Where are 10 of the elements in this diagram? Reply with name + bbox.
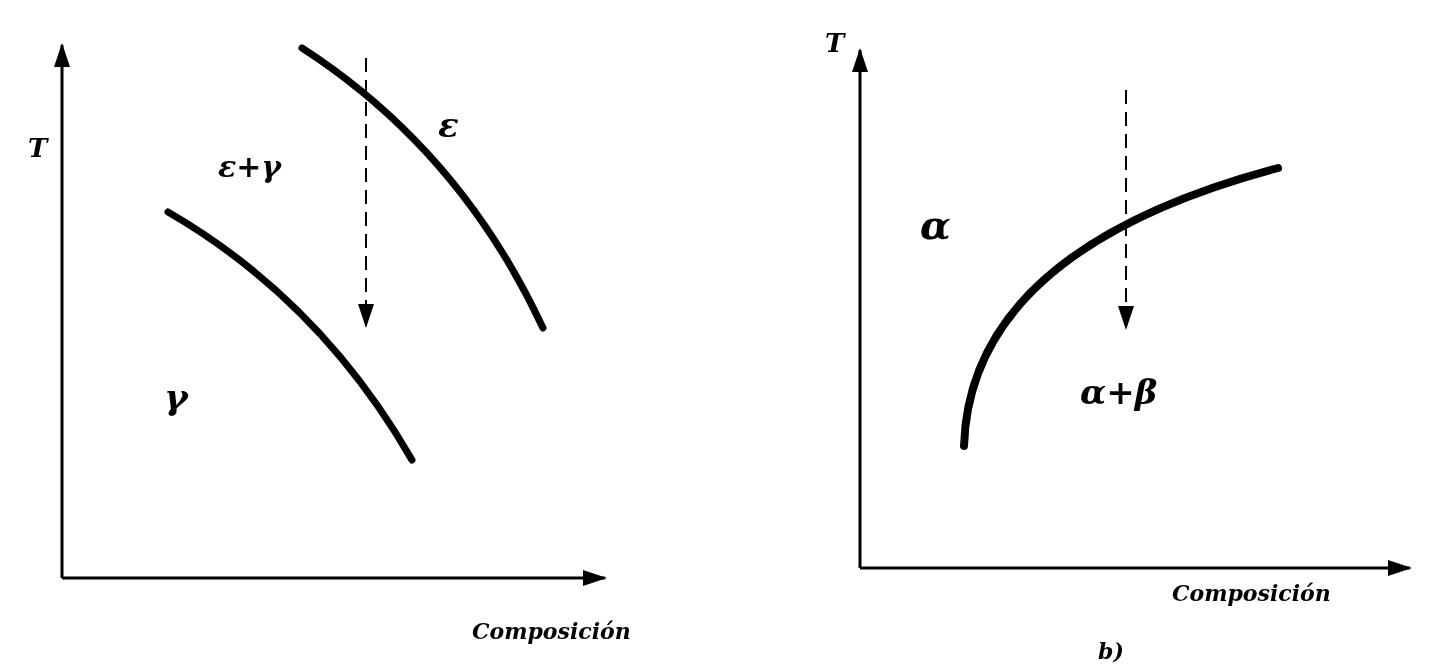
axis-label: Composición [472,620,631,642]
phase-label: ε [438,108,459,142]
phase-label: ε+γ [218,152,282,182]
axis-label: T [28,135,48,161]
axis-label: T [825,30,845,56]
phase-label: α+β [1080,375,1158,409]
panel-label: b) [1098,640,1124,662]
phase-label: γ [164,378,188,414]
phase-label: α [920,205,951,245]
axis-label: Composición [1172,582,1331,604]
